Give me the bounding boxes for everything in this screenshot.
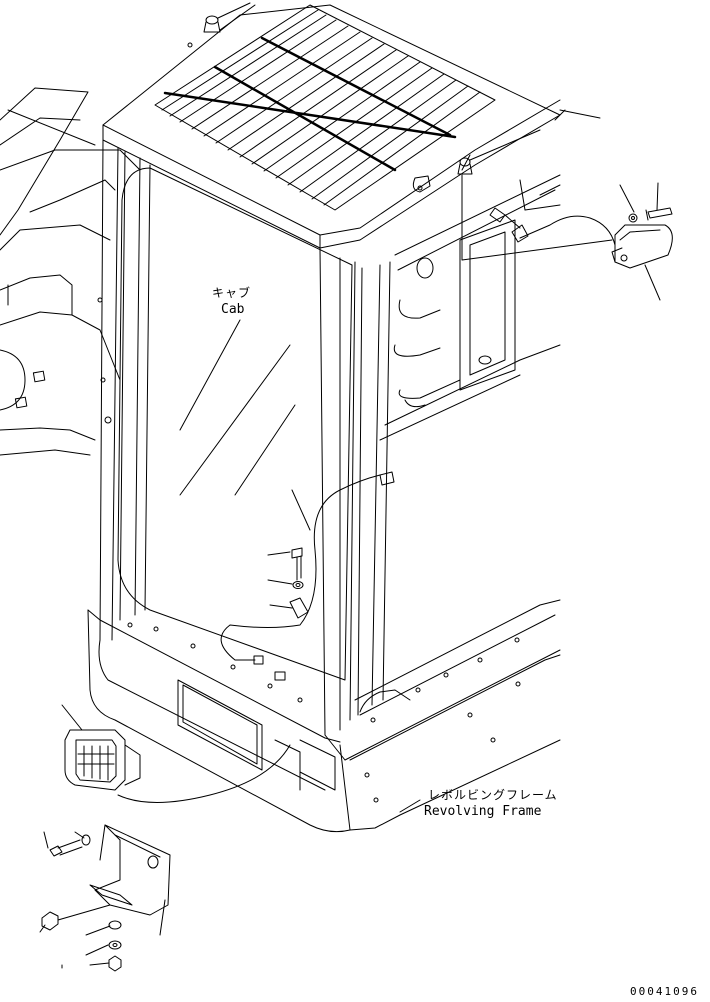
cab-front-frame (87, 139, 391, 833)
document-id: 00041096 (630, 985, 699, 998)
lower-left-lamp (41, 729, 291, 972)
cab-roof (102, 2, 561, 249)
revolving-frame-label-jp: レボルビングフレーム (428, 788, 558, 802)
left-machine-body (0, 87, 141, 456)
leader-lines (7, 4, 661, 969)
cab-wiring (220, 471, 395, 681)
cab-label-jp: キャブ (212, 286, 252, 300)
revolving-frame-label-en: Revolving Frame (424, 804, 542, 819)
upper-right-lamp (461, 174, 673, 269)
right-structure (274, 129, 561, 831)
cab-label-en: Cab (221, 302, 245, 317)
